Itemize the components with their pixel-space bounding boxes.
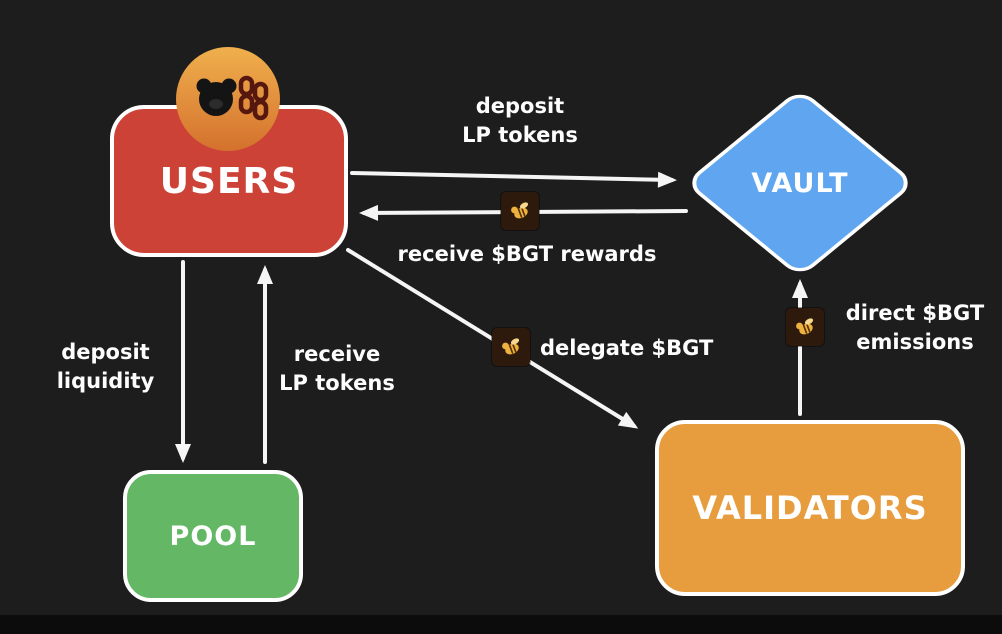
validators-node: VALIDATORS: [655, 420, 965, 596]
validators-label: VALIDATORS: [692, 489, 928, 527]
users-label: USERS: [159, 160, 299, 202]
bear-and-chains-icon: [176, 47, 280, 151]
berachain-logo-icon: [175, 46, 281, 152]
edge-label-deposit-liquidity: deposit liquidity: [56, 340, 155, 393]
vault-label: VAULT: [751, 168, 849, 199]
bee-icon: [511, 202, 529, 219]
edge-label-deposit-lp-tokens: deposit LP tokens: [462, 94, 578, 147]
bgt-token-icon: [492, 328, 530, 366]
pool-label: POOL: [169, 520, 257, 552]
edge-label-receive-bgt-rewards: receive $BGT rewards: [397, 242, 657, 266]
edge-label-receive-lp-tokens: receive LP tokens: [279, 342, 395, 395]
bgt-token-icon: [786, 308, 824, 346]
bee-icon: [502, 338, 520, 355]
chain-icon: [238, 75, 269, 121]
edge-label-delegate-bgt: delegate $BGT: [540, 336, 714, 360]
bottom-letterbox: [0, 615, 1002, 634]
arrow-users-to-vault: [350, 171, 677, 188]
users-node: USERS: [110, 105, 348, 257]
bee-icon: [796, 318, 814, 335]
bgt-token-icon: [501, 192, 539, 230]
edge-label-direct-bgt-emissions: direct $BGT emissions: [845, 301, 985, 354]
pool-node: POOL: [123, 470, 303, 602]
bear-icon: [196, 78, 237, 116]
arrow-users-to-validators: [346, 248, 639, 429]
